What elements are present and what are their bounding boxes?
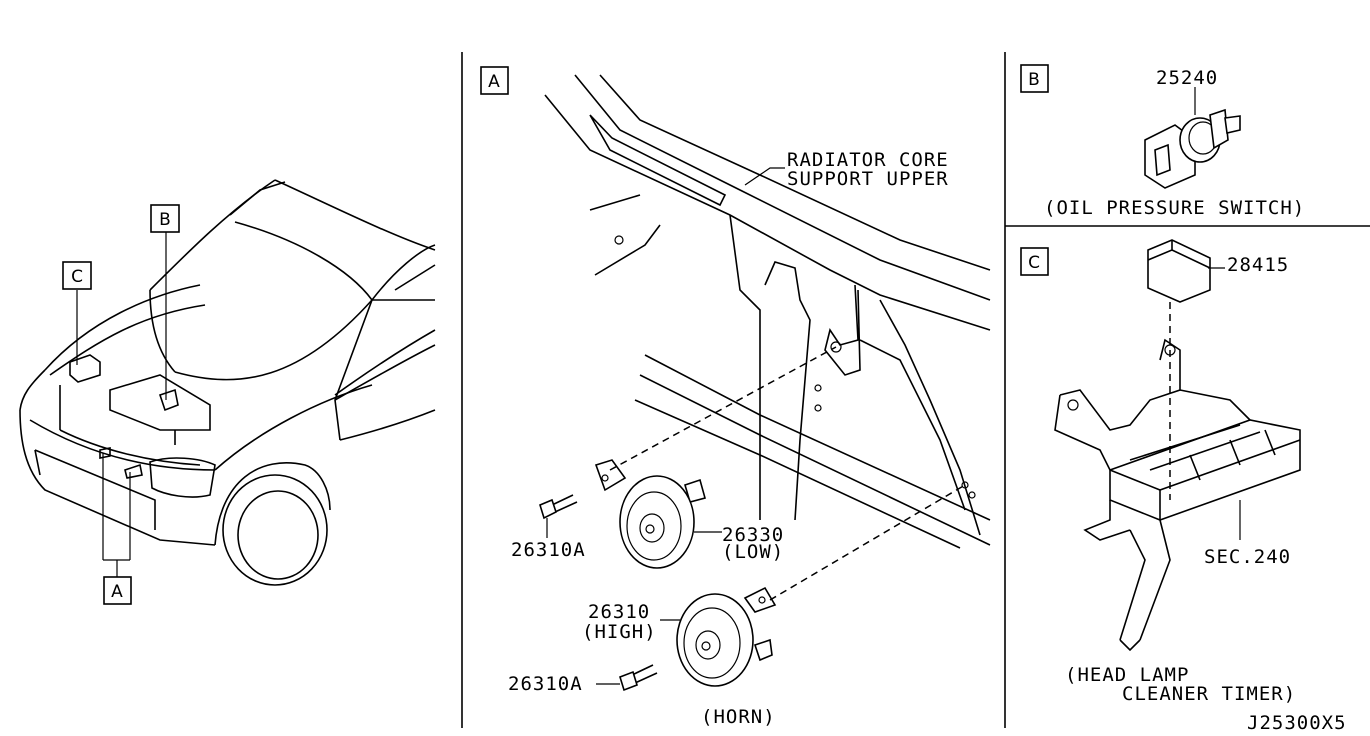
part-25240-label: 25240 [1156,67,1218,89]
part-26330-sub: (LOW) [722,541,784,563]
bolt-lower-label: 26310A [508,673,583,695]
horn-low-drawing [594,459,706,569]
callout-box-panel-c [1020,247,1049,276]
diagram-id: J25300X5 [1247,712,1347,734]
callout-box-left-a [103,576,132,605]
bolt-upper-drawing [539,494,578,520]
callout-box-left-b [150,204,180,233]
horn-caption: (HORN) [701,706,776,728]
radiator-label-line2: SUPPORT UPPER [787,168,949,190]
callout-left-b: B [159,210,171,230]
bolt-lower-drawing [619,664,658,692]
callout-box-left-c [62,261,92,290]
dash-high-horn [769,484,966,601]
dash-low-horn [609,346,837,471]
oil-pressure-caption: (OIL PRESSURE SWITCH) [1044,197,1305,219]
car-overview-drawing [19,179,436,586]
head-lamp-caption-line2: CLEANER TIMER) [1122,683,1296,705]
callout-box-panel-a [480,66,509,95]
part-26330-label: 26330 [722,524,784,546]
sec-240-label: SEC.240 [1204,546,1291,568]
callout-panel-a: A [488,72,500,92]
horn-high-drawing [676,586,777,687]
part-26310-label: 26310 [588,601,650,623]
relay-bracket-drawing [1054,338,1301,652]
timer-relay-drawing [1147,239,1211,303]
callout-panel-c: C [1028,253,1040,273]
callout-left-a: A [111,582,123,602]
part-26310-sub: (HIGH) [582,621,657,643]
bolt-upper-label: 26310A [511,539,586,561]
head-lamp-caption-line1: (HEAD LAMP [1065,664,1189,686]
callout-panel-b: B [1028,70,1040,90]
callout-left-c: C [71,267,83,287]
radiator-label-line1: RADIATOR CORE [787,149,949,171]
oil-pressure-switch-drawing [1144,108,1241,189]
leader-radiator [744,167,785,186]
part-28415-label: 28415 [1227,254,1289,276]
radiator-core-support-drawing [544,74,991,549]
callout-box-panel-b [1020,64,1049,93]
